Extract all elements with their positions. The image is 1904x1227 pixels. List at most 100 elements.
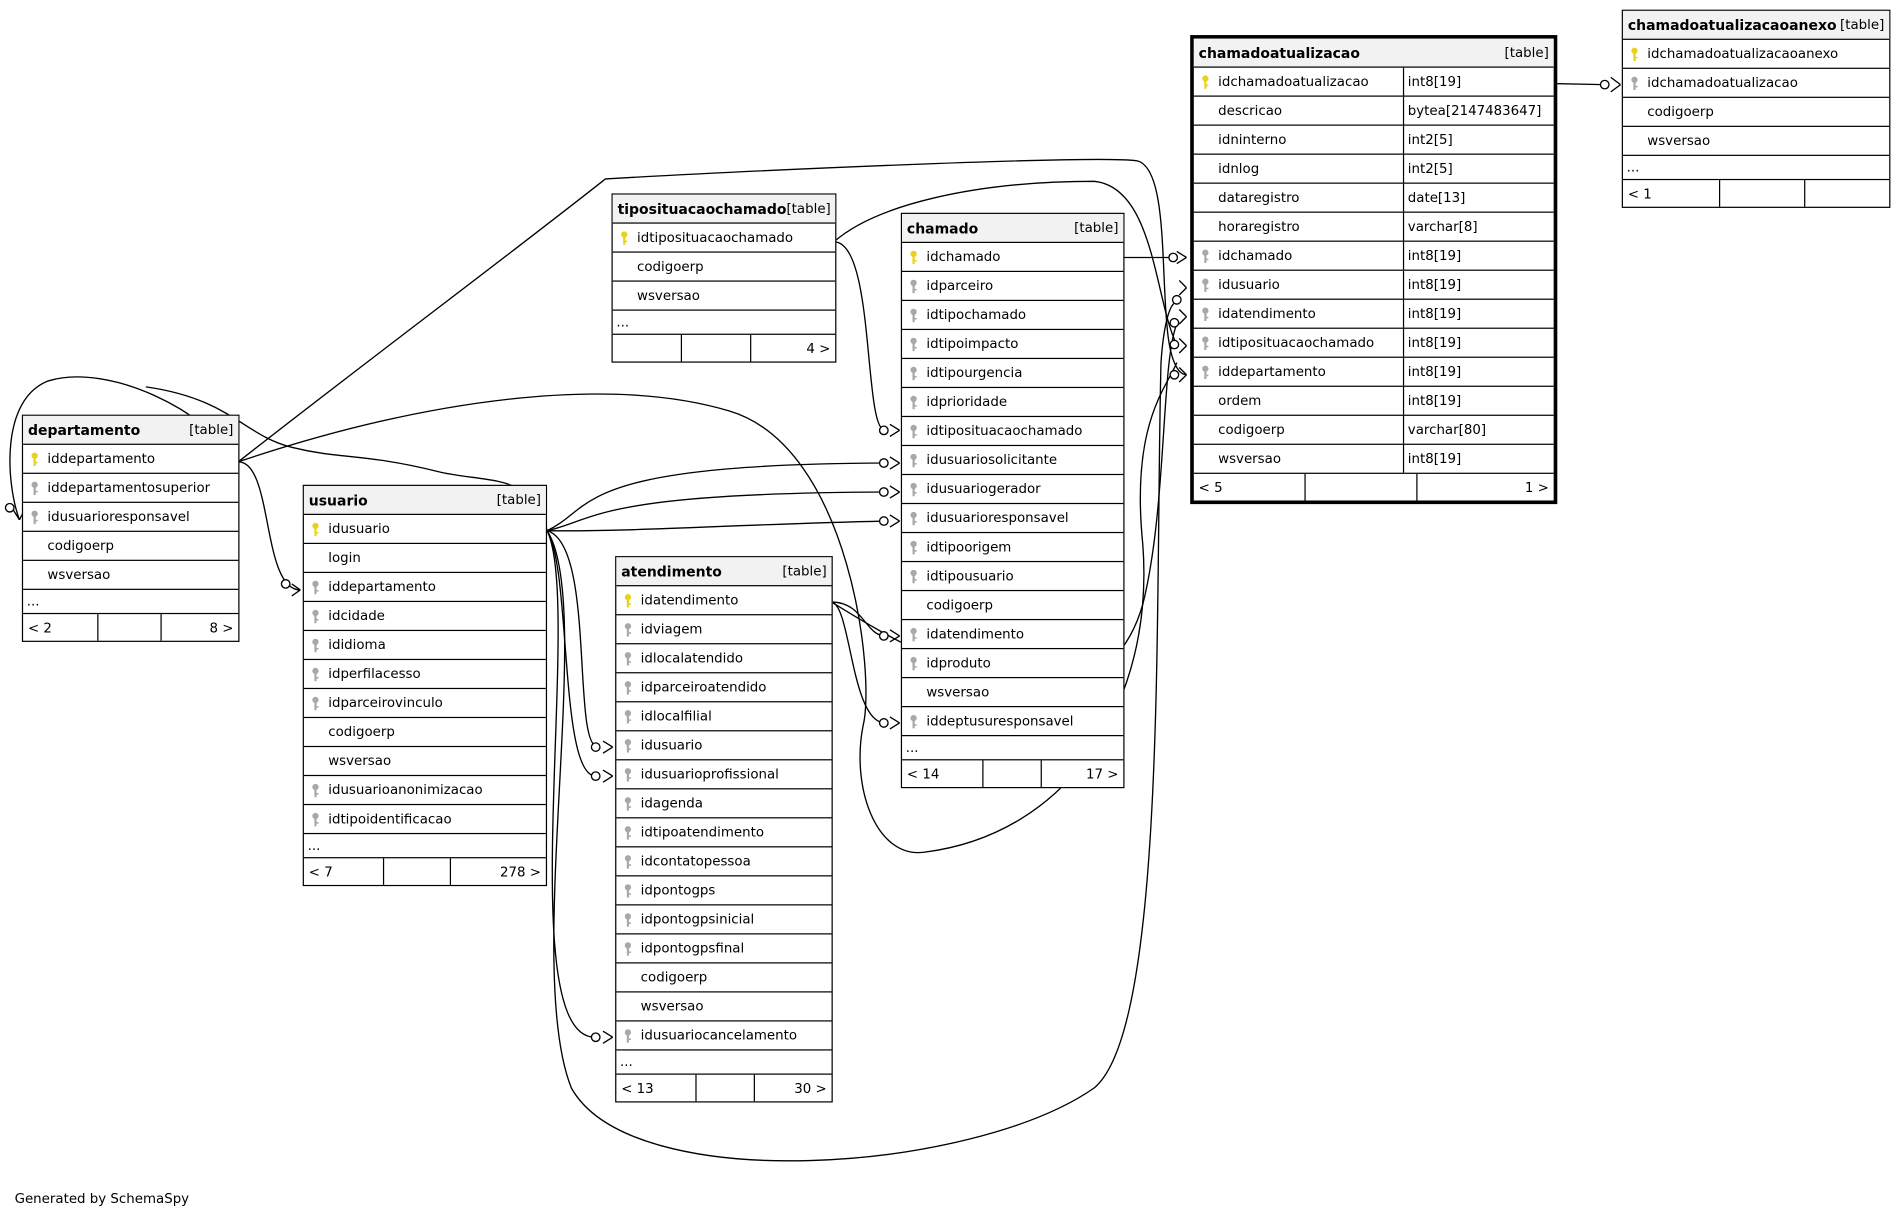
column-row[interactable]: idusuarioanonimizacao xyxy=(303,776,546,806)
table-header[interactable]: chamadoatualizacaoanexo[table] xyxy=(1622,10,1890,40)
column-row[interactable]: codigoerp xyxy=(616,963,832,993)
column-row[interactable]: idviagem xyxy=(616,615,832,645)
children-count[interactable]: 17 > xyxy=(1085,765,1119,782)
column-row[interactable]: idusuariosolicitante xyxy=(902,446,1124,476)
column-row[interactable]: wsversao xyxy=(1622,127,1890,156)
children-count[interactable]: 30 > xyxy=(794,1080,827,1096)
children-count[interactable]: 1 > xyxy=(1524,479,1549,496)
parents-count[interactable]: < 5 xyxy=(1194,473,1306,501)
column-row[interactable]: iddepartamento xyxy=(23,445,239,474)
column-row[interactable]: idagenda xyxy=(616,789,832,819)
column-row[interactable]: idcidade xyxy=(303,602,546,632)
column-row[interactable]: idusuario xyxy=(616,731,832,761)
column-row[interactable]: idtipourgencia xyxy=(902,359,1124,389)
more-columns[interactable]: ... xyxy=(902,736,1124,761)
column-row[interactable]: idtipoatendimento xyxy=(616,818,832,848)
column-row[interactable]: idchamado xyxy=(902,243,1124,273)
column-row[interactable]: idtipoorigem xyxy=(902,533,1124,563)
column-row[interactable]: wsversao xyxy=(23,561,239,590)
column-row[interactable]: idtipousuario xyxy=(902,562,1124,592)
children-count[interactable]: 4 > xyxy=(806,340,831,357)
column-row[interactable]: idparceirovinculo xyxy=(303,689,546,719)
column-row[interactable]: idpontogpsfinal xyxy=(616,934,832,964)
column-row[interactable]: codigoerp xyxy=(902,591,1124,621)
parents-count[interactable]: < 14 xyxy=(902,760,984,787)
column-row[interactable]: idchamadoatualizacaoanexo xyxy=(1622,40,1890,69)
column-row[interactable]: idcontatopessoa xyxy=(616,847,832,877)
column-row[interactable]: idusuariogerador xyxy=(902,475,1124,505)
column-row[interactable]: codigoerp xyxy=(1622,98,1890,127)
column-row[interactable]: idtipoidentificacao xyxy=(303,805,546,835)
column-row[interactable]: idusuarioresponsavel xyxy=(23,503,239,532)
column-row[interactable]: idusuarioprofissional xyxy=(616,760,832,790)
column-row[interactable]: idtipoimpacto xyxy=(902,330,1124,360)
parents-count[interactable] xyxy=(613,334,683,362)
table-header[interactable]: chamadoatualizacao[table] xyxy=(1193,38,1554,68)
more-columns[interactable]: ... xyxy=(303,834,546,859)
children-count[interactable]: 278 > xyxy=(499,863,541,880)
column-row[interactable]: idlocalatendido xyxy=(616,644,832,674)
column-row[interactable]: login xyxy=(303,544,546,574)
column-row[interactable]: iddeptusuresponsavel xyxy=(902,707,1124,737)
column-row[interactable]: idtiposituacaochamado xyxy=(612,224,836,253)
column-row[interactable]: idparceiroatendido xyxy=(616,673,832,703)
table-chamadoatualizacao[interactable]: chamadoatualizacao[table]idchamadoatuali… xyxy=(1190,35,1558,505)
parents-count[interactable]: < 1 xyxy=(1623,180,1721,207)
more-columns[interactable]: ... xyxy=(1622,156,1890,181)
more-columns[interactable]: ... xyxy=(616,1051,832,1075)
column-row[interactable]: codigoerp xyxy=(612,253,836,282)
column-row[interactable]: idpontogps xyxy=(616,876,832,906)
column-row[interactable]: wsversao xyxy=(612,282,836,311)
column-row[interactable]: idperfilacesso xyxy=(303,660,546,690)
table-header[interactable]: atendimento[table] xyxy=(616,557,832,587)
column-row[interactable]: idprioridade xyxy=(902,388,1124,418)
table-header[interactable]: departamento[table] xyxy=(23,415,239,445)
column-row[interactable]: ididioma xyxy=(303,631,546,661)
table-chamadoatualizacaoanexo[interactable]: chamadoatualizacaoanexo[table]idchamadoa… xyxy=(1621,9,1891,208)
column-row[interactable]: idatendimento xyxy=(616,586,832,616)
column-row[interactable]: idatendimento xyxy=(902,620,1124,650)
column-row[interactable]: iddepartamento xyxy=(303,573,546,603)
column-row[interactable]: idlocalfilial xyxy=(616,702,832,732)
table-header[interactable]: usuario[table] xyxy=(303,485,546,515)
column-row[interactable]: codigoerp xyxy=(23,532,239,561)
column-row[interactable]: idparceiro xyxy=(902,272,1124,302)
column-row[interactable]: idtiposituacaochamado xyxy=(902,417,1124,447)
column-row[interactable]: idproduto xyxy=(902,649,1124,679)
column-row[interactable]: iddepartamentosuperior xyxy=(23,474,239,503)
more-columns[interactable]: ... xyxy=(23,590,239,615)
parents-count[interactable]: < 2 xyxy=(23,614,99,641)
column-row[interactable]: idusuario xyxy=(303,515,546,545)
column-row[interactable]: idtipochamado xyxy=(902,301,1124,331)
table-header[interactable]: tiposituacaochamado[table] xyxy=(612,194,836,224)
column-row[interactable]: wsversao xyxy=(303,747,546,777)
more-columns[interactable]: ... xyxy=(612,311,836,335)
table-tiposituacaochamado[interactable]: tiposituacaochamado[table]idtiposituacao… xyxy=(611,193,837,363)
table-header[interactable]: chamado[table] xyxy=(902,213,1124,243)
column-row[interactable]: wsversao xyxy=(616,993,832,1022)
column-row[interactable]: codigoerp xyxy=(303,718,546,748)
children-count[interactable] xyxy=(1805,180,1889,207)
column-row[interactable]: idpontogpsinicial xyxy=(616,905,832,935)
children-count[interactable]: 8 > xyxy=(209,619,234,636)
column-row[interactable]: idchamadoatualizacao xyxy=(1622,69,1890,98)
parents-count[interactable]: < 7 xyxy=(304,858,385,885)
